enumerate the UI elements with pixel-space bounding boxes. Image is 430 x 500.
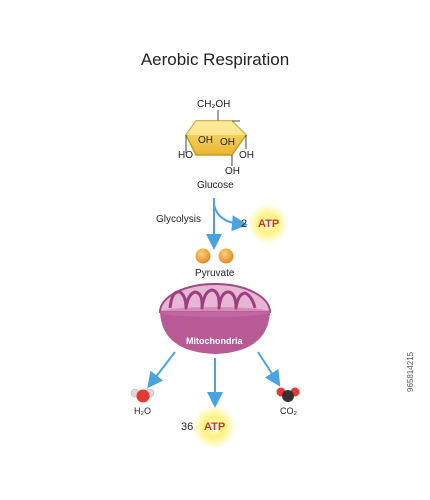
glycolysis-label: Glycolysis <box>156 214 202 225</box>
glucose-molecule <box>185 110 247 166</box>
water-molecule <box>130 388 155 403</box>
pyruvate-sphere-right <box>218 248 234 264</box>
co2-label: CO₂ <box>280 406 297 416</box>
glucose-ho-left: HO <box>178 150 193 161</box>
glucose-oh-inner-right: OH <box>220 137 235 148</box>
pyruvate-label: Pyruvate <box>195 268 235 279</box>
glucose-oh-bottom: OH <box>225 166 240 177</box>
diagram-title: Aerobic Respiration <box>140 50 290 69</box>
water-label: H₂O <box>134 406 151 416</box>
arrow-to-co2 <box>257 351 281 387</box>
watermark-id: 965814215 <box>406 351 415 392</box>
pyruvate-sphere-left <box>195 248 211 264</box>
atp-glow-small <box>248 204 288 244</box>
glucose-ch2oh-label: CH₂OH <box>197 99 231 110</box>
glucose-oh-right: OH <box>239 150 254 161</box>
arrow-to-water <box>147 351 176 389</box>
atp-label-glycolysis: ATP <box>258 218 280 230</box>
atp-label-mitochondria: ATP <box>204 421 226 433</box>
atp-side-arrow <box>213 204 248 232</box>
mitochondrion <box>158 283 272 354</box>
glucose-oh-inner-top: OH <box>198 135 213 146</box>
glucose-label: Glucose <box>197 180 234 191</box>
co2-molecule <box>276 387 300 402</box>
atp-count-glycolysis: 2 <box>241 218 248 230</box>
mitochondria-label: Mitochondria <box>186 336 243 346</box>
atp-count-mitochondria: 36 <box>181 421 194 433</box>
atp-glow-large <box>192 405 236 449</box>
